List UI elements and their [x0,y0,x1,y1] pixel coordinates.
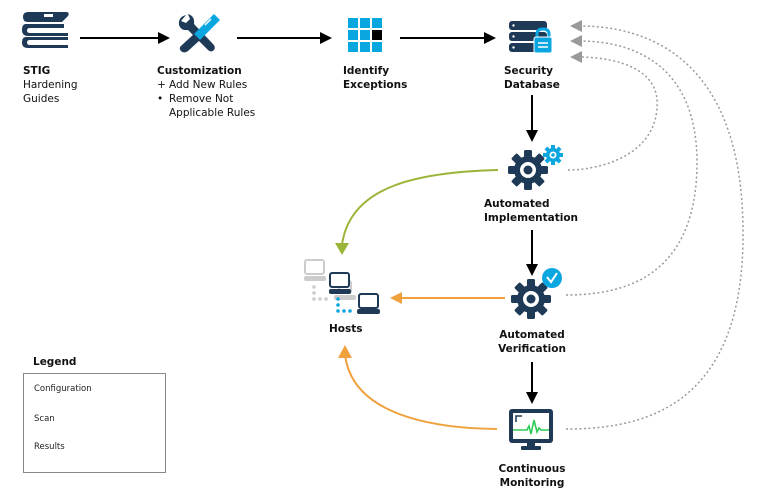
customization-title: Customization [157,65,242,77]
customization-label: Customization +Add New Rules • Remove Not… [157,64,255,120]
verification-line-2: Verification [498,343,566,355]
monitoring-line-1: Continuous [498,463,566,475]
implementation-line-1: Automated [484,198,550,210]
automated-verification-label: Automated Verification [492,328,572,356]
legend-box: Configuration Scan Results [23,373,166,473]
scan-arrow-monitoring-to-hosts [338,345,498,430]
bullet-text: Applicable Rules [169,107,256,119]
stig-line-2: Guides [23,93,60,105]
automated-implementation-label: Automated Implementation [484,197,578,225]
customization-bullet-1: +Add New Rules [157,78,255,92]
security-database-label: Security Database [504,64,560,92]
locked-database-icon [509,21,553,54]
legend-configuration-label: Configuration [34,384,92,394]
gears-icon [508,145,563,190]
arrow-database-to-implementation [526,95,538,142]
bullet-marker: • [157,93,164,105]
customization-bullet-3: Applicable Rules [157,106,255,120]
database-line-1: Security [504,65,554,77]
arrow-identify-to-database [400,32,496,44]
wrench-screwdriver-icon [178,14,220,53]
stig-line-1: Hardening [23,79,78,91]
configuration-arrow [335,169,499,255]
grid-icon [348,18,382,52]
stig-label: STIG Hardening Guides [23,64,77,106]
continuous-monitoring-label: Continuous Monitoring [490,462,574,490]
database-line-2: Database [504,79,560,91]
results-arrow-implementation [567,51,658,171]
monitoring-line-2: Monitoring [499,477,565,489]
bullet-text: Remove Not [169,93,234,105]
book-stack-icon [22,12,69,48]
stig-title: STIG [23,65,51,77]
monitor-pulse-icon [509,409,553,450]
legend-title: Legend [33,356,77,368]
scan-arrow-verification-to-hosts [390,292,505,304]
legend-results-label: Results [34,442,65,452]
plus-marker: + [157,79,166,91]
implementation-line-2: Implementation [484,212,579,224]
bullet-text: Add New Rules [169,79,248,91]
gear-check-icon [511,268,562,319]
arrow-customization-to-identify [237,32,332,44]
legend-scan-label: Scan [34,414,55,424]
arrow-stig-to-customization [80,32,170,44]
arrow-implementation-to-verification [526,230,538,276]
arrow-verification-to-monitoring [526,362,538,404]
hosts-label: Hosts [329,323,363,335]
identify-line-1: Identify [343,65,390,77]
results-arrow-verification [565,35,698,296]
identify-exceptions-label: Identify Exceptions [343,64,407,92]
identify-line-2: Exceptions [343,79,408,91]
results-arrow-monitoring [565,20,744,430]
verification-line-1: Automated [499,329,565,341]
customization-bullet-2: • Remove Not [157,92,255,106]
hosts-network-icon [304,259,380,314]
